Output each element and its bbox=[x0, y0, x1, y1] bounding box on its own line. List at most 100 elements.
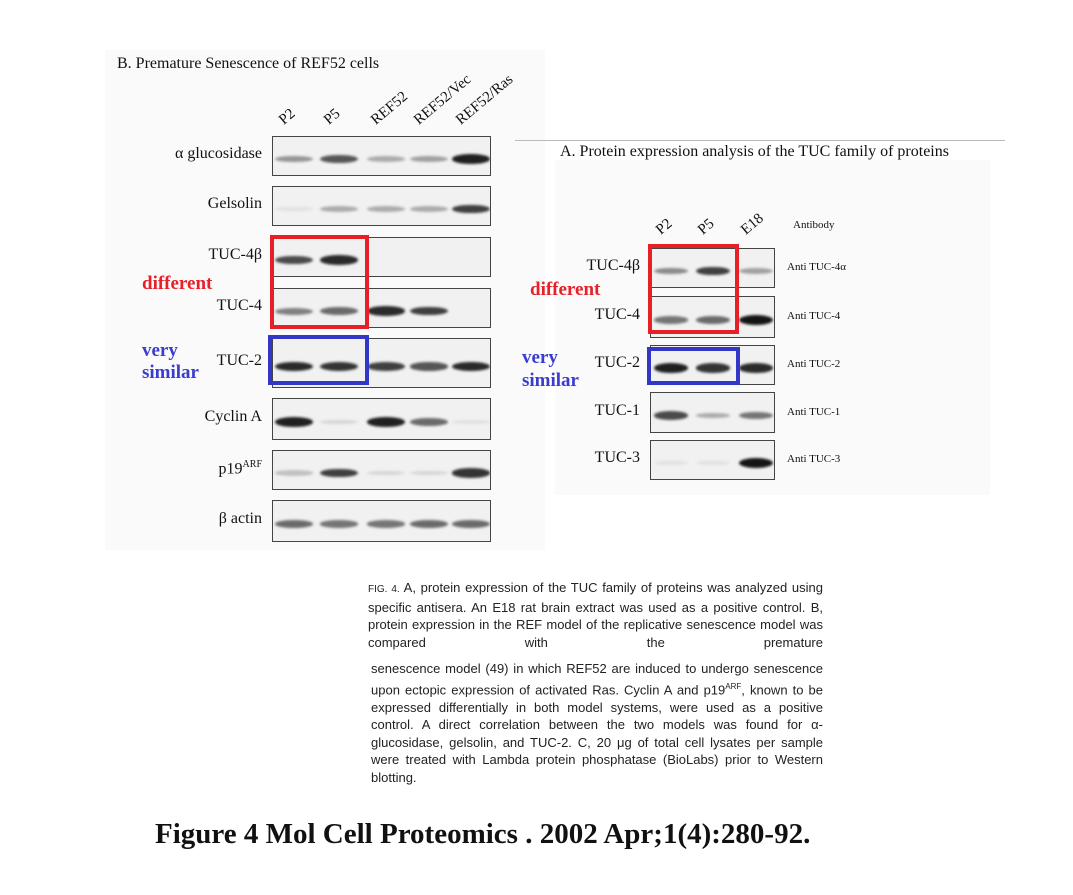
protein-band bbox=[654, 411, 688, 420]
protein-band bbox=[410, 306, 448, 316]
panel-a-title: A. Protein expression analysis of the TU… bbox=[560, 143, 949, 160]
protein-band bbox=[320, 419, 358, 425]
protein-band bbox=[739, 267, 773, 275]
protein-band bbox=[410, 206, 448, 212]
western-blot-strip bbox=[272, 136, 491, 176]
protein-band bbox=[452, 154, 490, 164]
western-blot-strip bbox=[272, 237, 491, 277]
protein-band bbox=[275, 155, 313, 163]
antibody-header: Antibody bbox=[793, 219, 835, 231]
protein-band bbox=[320, 307, 358, 315]
row-label: TUC-3 bbox=[594, 449, 640, 466]
protein-band bbox=[275, 307, 313, 315]
protein-band bbox=[654, 363, 688, 373]
row-label: TUC-2 bbox=[216, 352, 262, 369]
western-blot-strip bbox=[650, 345, 775, 385]
row-label: Cyclin A bbox=[204, 408, 262, 425]
protein-band bbox=[367, 206, 405, 212]
western-blot-strip bbox=[272, 450, 491, 490]
protein-band bbox=[452, 419, 490, 425]
protein-band bbox=[654, 460, 688, 466]
antibody-label: Anti TUC-2 bbox=[787, 358, 841, 370]
protein-band bbox=[654, 316, 688, 324]
protein-band bbox=[367, 520, 405, 528]
protein-band bbox=[320, 154, 358, 164]
row-label: TUC-2 bbox=[594, 354, 640, 371]
panel-b-similar-highlight bbox=[268, 335, 369, 385]
antibody-label: Anti TUC-3 bbox=[787, 453, 841, 465]
protein-band bbox=[452, 520, 490, 528]
protein-band bbox=[696, 363, 730, 373]
row-label: α glucosidase bbox=[174, 145, 262, 162]
row-label: TUC-4 bbox=[216, 297, 262, 314]
panel-b-title: B. Premature Senescence of REF52 cells bbox=[117, 55, 380, 72]
protein-band bbox=[367, 362, 405, 371]
western-blot-strip bbox=[272, 398, 491, 440]
protein-band bbox=[320, 520, 358, 528]
panel-a-very-label: very bbox=[522, 347, 558, 368]
protein-band bbox=[452, 204, 490, 214]
protein-band bbox=[275, 520, 313, 528]
row-label: TUC-1 bbox=[594, 401, 640, 419]
western-blot-strip bbox=[272, 186, 491, 226]
protein-band bbox=[696, 412, 730, 419]
protein-band bbox=[696, 460, 730, 466]
protein-band bbox=[367, 417, 405, 427]
protein-band bbox=[367, 306, 405, 316]
protein-band bbox=[275, 206, 313, 212]
protein-band bbox=[739, 458, 773, 468]
protein-band bbox=[320, 468, 358, 478]
panel-b-similar-label: similar bbox=[142, 362, 199, 383]
protein-band bbox=[452, 468, 490, 478]
panel-b-very-label: very bbox=[142, 340, 178, 361]
row-label: p19ARF bbox=[218, 459, 262, 478]
row-label: Gelsolin bbox=[207, 195, 262, 212]
protein-band bbox=[410, 418, 448, 426]
panel-a-different-label: different bbox=[530, 279, 601, 300]
caption-text-1: A, protein expression of the TUC family … bbox=[368, 580, 824, 650]
panel-b-different-highlight bbox=[270, 235, 369, 329]
caption-part-2: senescence model (49) in which REF52 are… bbox=[371, 660, 823, 786]
protein-band bbox=[410, 155, 448, 163]
row-label: β actin bbox=[218, 510, 262, 527]
panel-divider bbox=[515, 140, 1005, 141]
western-blot-strip bbox=[650, 248, 775, 288]
western-blot-strip bbox=[272, 288, 491, 328]
protein-band bbox=[452, 361, 490, 372]
protein-band bbox=[275, 361, 313, 372]
row-label-superscript: ARF bbox=[242, 459, 262, 470]
protein-band bbox=[739, 315, 773, 326]
panel-a-similar-highlight bbox=[647, 347, 740, 385]
western-blot-strip bbox=[650, 392, 775, 433]
figure-citation: Figure 4 Mol Cell Proteomics . 2002 Apr;… bbox=[155, 818, 811, 850]
panel-b-different-label: different bbox=[142, 273, 213, 294]
row-label: TUC-4β bbox=[586, 257, 640, 274]
row-label: TUC-4β bbox=[208, 246, 262, 263]
protein-band bbox=[696, 316, 730, 324]
protein-band bbox=[275, 470, 313, 476]
caption-superscript: ARF bbox=[725, 681, 742, 691]
western-blot-strip bbox=[272, 338, 491, 388]
antibody-label: Anti TUC-4α bbox=[787, 261, 847, 273]
protein-band bbox=[320, 255, 358, 265]
antibody-label: Anti TUC-4 bbox=[787, 310, 841, 322]
protein-band bbox=[320, 206, 358, 212]
protein-band bbox=[275, 417, 313, 427]
protein-band bbox=[320, 361, 358, 372]
protein-band bbox=[410, 520, 448, 528]
western-blot-strip bbox=[272, 500, 491, 542]
protein-band bbox=[410, 362, 448, 371]
protein-band bbox=[410, 470, 448, 476]
protein-band bbox=[367, 470, 405, 476]
caption-text-2a: senescence model (49) in which REF52 are… bbox=[371, 661, 823, 697]
protein-band bbox=[367, 156, 405, 162]
protein-band bbox=[275, 255, 313, 265]
row-label: TUC-4 bbox=[594, 306, 640, 323]
caption-part-1: Fig. 4. A, protein expression of the TUC… bbox=[368, 579, 823, 651]
panel-a-similar-label: similar bbox=[522, 370, 579, 391]
antibody-label: Anti TUC-1 bbox=[787, 405, 841, 418]
western-blot-strip bbox=[650, 440, 775, 480]
protein-band bbox=[739, 363, 773, 373]
protein-band bbox=[654, 267, 688, 275]
caption-text-2b: , known to be expressed differentially i… bbox=[371, 681, 823, 785]
